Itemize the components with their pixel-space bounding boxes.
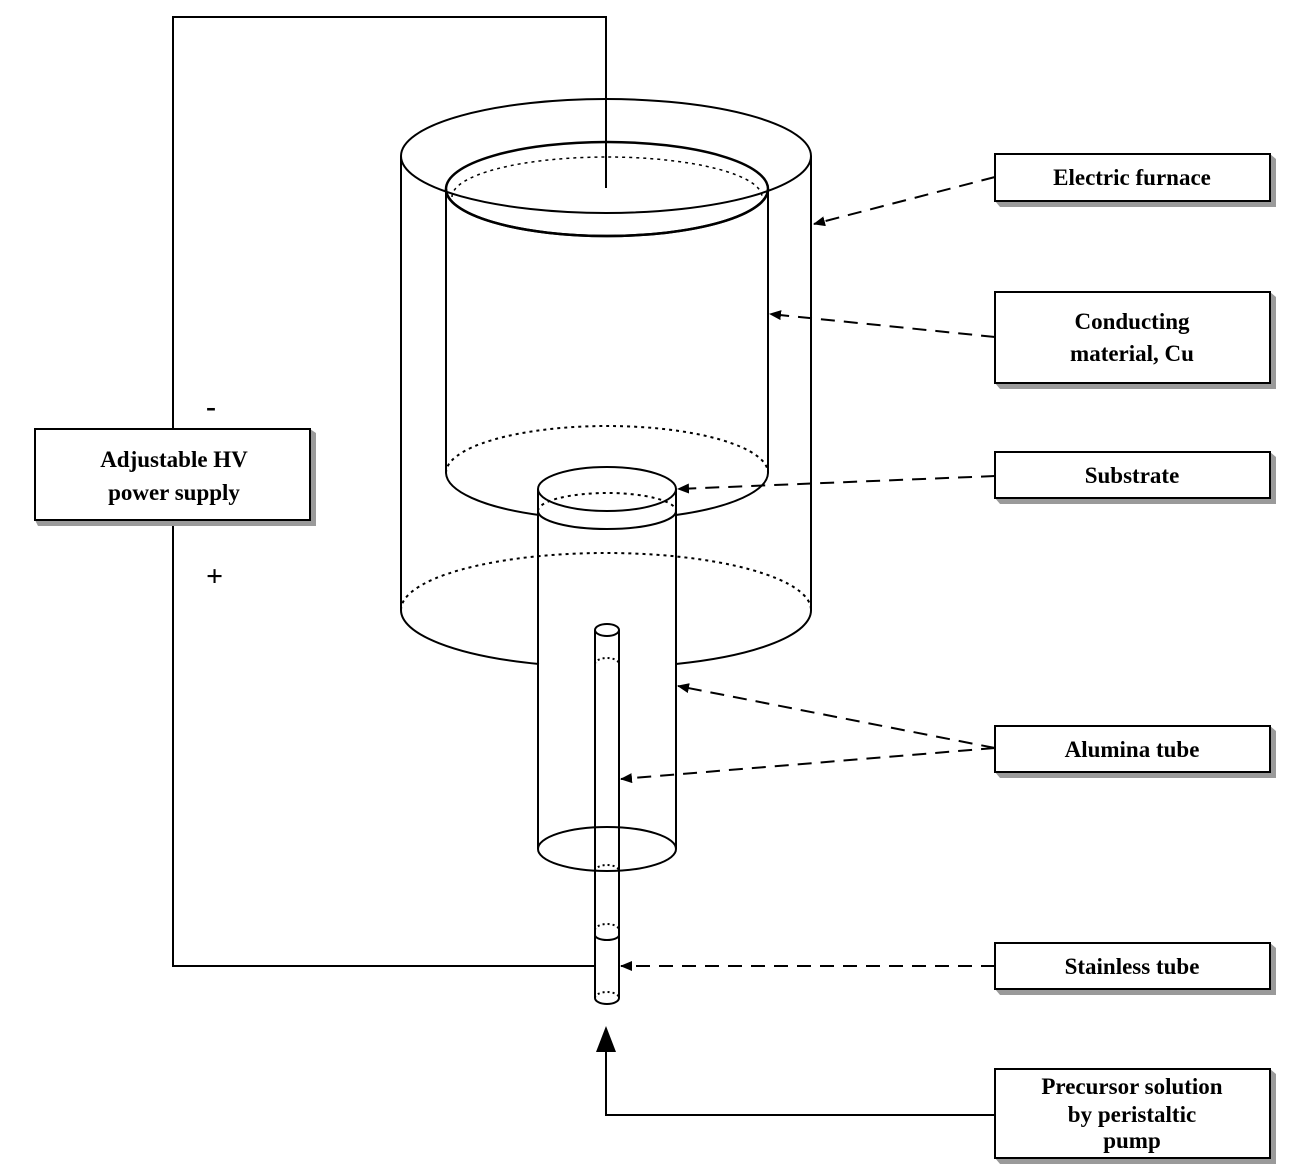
label-conducting-material: Conducting material, Cu [994,291,1276,389]
stainless-tube [594,623,620,1005]
conducting-material-cu [444,140,770,516]
label-precursor-line2: by peristaltic [1068,1102,1196,1127]
precursor-feed-arrow [596,1026,995,1116]
pointer-arrows [620,176,996,971]
electric-furnace [399,98,813,665]
arrow-electric-furnace [813,176,996,227]
label-stainless-tube-text: Stainless tube [1065,954,1200,979]
arrow-substrate [677,475,996,494]
arrow-conducting-material [769,310,996,338]
alumina-tube [537,466,677,872]
positive-terminal-sign: + [206,560,223,593]
negative-terminal-sign: - [206,390,216,423]
label-conducting-line2: material, Cu [1070,341,1194,366]
label-alumina-tube: Alumina tube [994,725,1276,778]
label-alumina-tube-text: Alumina tube [1065,737,1200,762]
label-electric-furnace: Electric furnace [994,153,1276,207]
hv-power-supply: Adjustable HV power supply [34,428,316,526]
label-precursor-solution: Precursor solution by peristaltic pump [994,1068,1276,1164]
label-stainless-tube: Stainless tube [994,942,1276,995]
label-substrate: Substrate [994,451,1276,504]
arrow-alumina-tube-inner [620,747,996,784]
label-precursor-line1: Precursor solution [1041,1074,1222,1099]
label-substrate-text: Substrate [1085,463,1180,488]
power-supply-label-line1: Adjustable HV [100,447,248,472]
positive-wire [172,526,595,967]
power-supply-label-line2: power supply [108,480,240,505]
circuit-wires [172,16,607,967]
arrow-alumina-tube-outer [677,683,996,749]
label-electric-furnace-text: Electric furnace [1053,165,1211,190]
label-precursor-line3: pump [1103,1128,1161,1153]
label-conducting-line1: Conducting [1074,309,1190,334]
negative-wire [172,16,607,430]
